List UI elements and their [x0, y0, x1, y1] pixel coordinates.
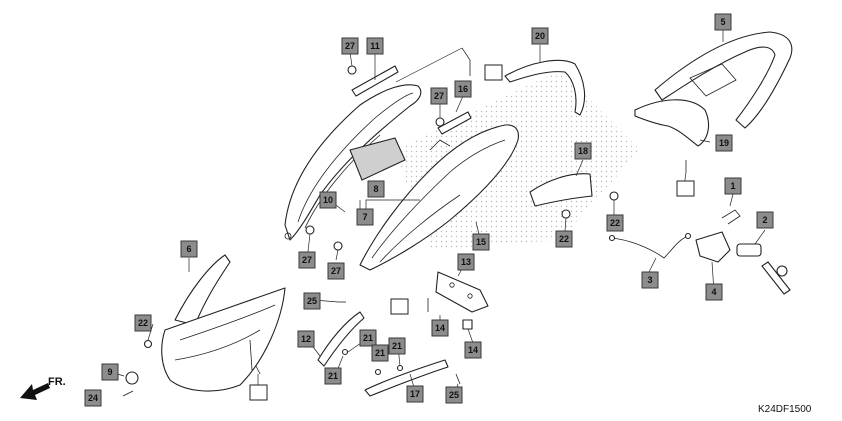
callout-1: 1: [724, 177, 742, 195]
seat-cable: [611, 235, 689, 259]
callout-7: 7: [356, 208, 374, 226]
front-label: FR.: [48, 376, 66, 388]
bracket-16: [437, 111, 472, 135]
key-cylinder-2: [736, 243, 791, 295]
callout-11: 11: [366, 37, 384, 55]
callout-22: 22: [606, 214, 624, 232]
callout-label: 25: [307, 296, 317, 306]
bracket-13: [435, 271, 489, 313]
callout-12: 12: [297, 330, 315, 348]
callout-5: 5: [714, 13, 732, 31]
callout-9: 9: [101, 363, 119, 381]
callout-27: 27: [298, 251, 316, 269]
callout-label: 22: [559, 234, 569, 244]
front-lower-cover: [161, 254, 286, 392]
callout-label: 25: [449, 390, 459, 400]
callout-3: 3: [641, 271, 659, 289]
callout-21: 21: [371, 344, 389, 362]
callout-27: 27: [430, 87, 448, 105]
callout-18: 18: [574, 142, 592, 160]
callout-label: 21: [375, 348, 385, 358]
front-direction-indicator: FR.: [20, 376, 66, 400]
callout-label: 22: [138, 318, 148, 328]
callout-label: 7: [362, 212, 367, 222]
callout-13: 13: [457, 253, 475, 271]
callout-label: 27: [434, 91, 444, 101]
callout-22: 22: [555, 230, 573, 248]
callout-label: 27: [345, 41, 355, 51]
blank-boxes: [249, 64, 695, 401]
callout-2: 2: [756, 211, 774, 229]
callout-21: 21: [359, 329, 377, 347]
lock-clip-1: [721, 209, 741, 225]
callout-label: 21: [328, 371, 338, 381]
cover-18: [529, 173, 593, 207]
callout-4: 4: [705, 283, 723, 301]
callout-25: 25: [445, 386, 463, 404]
callout-8: 8: [367, 180, 385, 198]
callout-17: 17: [406, 385, 424, 403]
front-arrow-icon: [20, 383, 50, 400]
strip-12: [317, 311, 365, 367]
callout-label: 8: [373, 184, 378, 194]
callout-label: 22: [610, 218, 620, 228]
callout-label: 24: [88, 393, 98, 403]
callout-14: 14: [431, 319, 449, 337]
callout-label: 12: [301, 334, 311, 344]
callout-label: 19: [719, 138, 729, 148]
callout-label: 15: [476, 237, 486, 247]
blank-box: [484, 64, 503, 81]
callout-label: 21: [392, 341, 402, 351]
grab-rail: [654, 31, 793, 129]
callout-27: 27: [341, 37, 359, 55]
callout-21: 21: [324, 367, 342, 385]
callout-label: 2: [762, 215, 767, 225]
callout-22: 22: [134, 314, 152, 332]
callout-label: 18: [578, 146, 588, 156]
callouts: 27 11 20 5 27 16 19 18 8 10 1 7 22 2 15 …: [84, 13, 774, 407]
callout-10: 10: [319, 191, 337, 209]
callout-16: 16: [454, 80, 472, 98]
callout-label: 9: [107, 367, 112, 377]
bracket-11: [351, 65, 399, 97]
callout-label: 3: [647, 275, 652, 285]
callout-6: 6: [180, 240, 198, 258]
strip-17: [364, 359, 449, 397]
callout-label: 14: [435, 323, 445, 333]
callout-label: 21: [363, 333, 373, 343]
callout-label: 1: [730, 181, 735, 191]
callout-label: 10: [323, 195, 333, 205]
callout-label: 17: [410, 389, 420, 399]
callout-label: 13: [461, 257, 471, 267]
callout-label: 27: [302, 255, 312, 265]
callout-label: 6: [186, 244, 191, 254]
callout-label: 11: [370, 41, 380, 51]
callout-label: 20: [535, 31, 545, 41]
upper-cover-20: [504, 59, 586, 116]
callout-19: 19: [715, 134, 733, 152]
callout-label: 27: [331, 266, 341, 276]
tail-cover-19: [634, 99, 710, 147]
callout-15: 15: [472, 233, 490, 251]
blank-box: [249, 384, 268, 401]
sticker-8: [349, 137, 406, 181]
blank-box: [390, 298, 409, 315]
callout-label: 14: [468, 345, 478, 355]
callout-24: 24: [84, 389, 102, 407]
left-side-cover: [359, 124, 519, 271]
callout-21: 21: [388, 337, 406, 355]
callout-25: 25: [303, 292, 321, 310]
reference-code: K24DF1500: [758, 404, 812, 415]
lock-bracket-4: [695, 231, 731, 263]
callout-label: 4: [711, 287, 716, 297]
callout-label: 5: [720, 17, 725, 27]
callout-label: 16: [458, 84, 468, 94]
blank-box: [676, 180, 695, 197]
callout-20: 20: [531, 27, 549, 45]
callout-14: 14: [464, 341, 482, 359]
callout-27: 27: [327, 262, 345, 280]
